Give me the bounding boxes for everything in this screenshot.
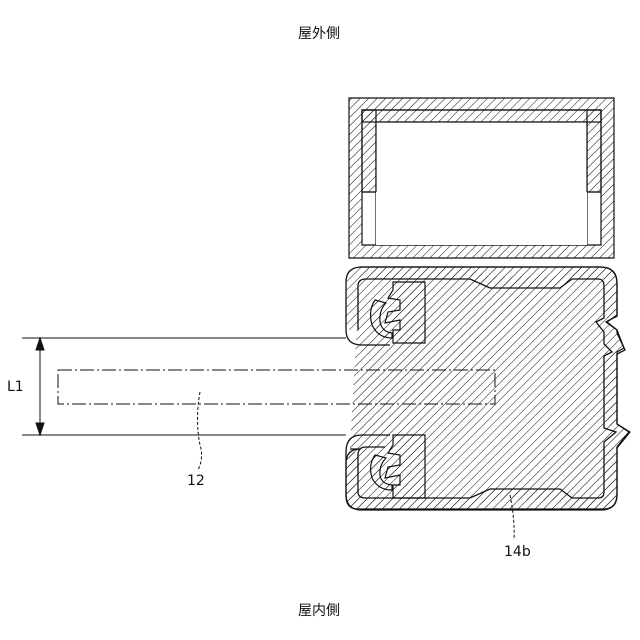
upper-frame [349,98,614,258]
indoor-side-label: 屋内側 [298,604,340,618]
glass-reference-number: 12 [187,474,205,488]
outdoor-side-label: 屋外側 [298,27,340,41]
profile-reference-number: 14b [504,545,531,559]
dimension-l1 [22,338,346,435]
dimension-label: L1 [7,380,24,394]
